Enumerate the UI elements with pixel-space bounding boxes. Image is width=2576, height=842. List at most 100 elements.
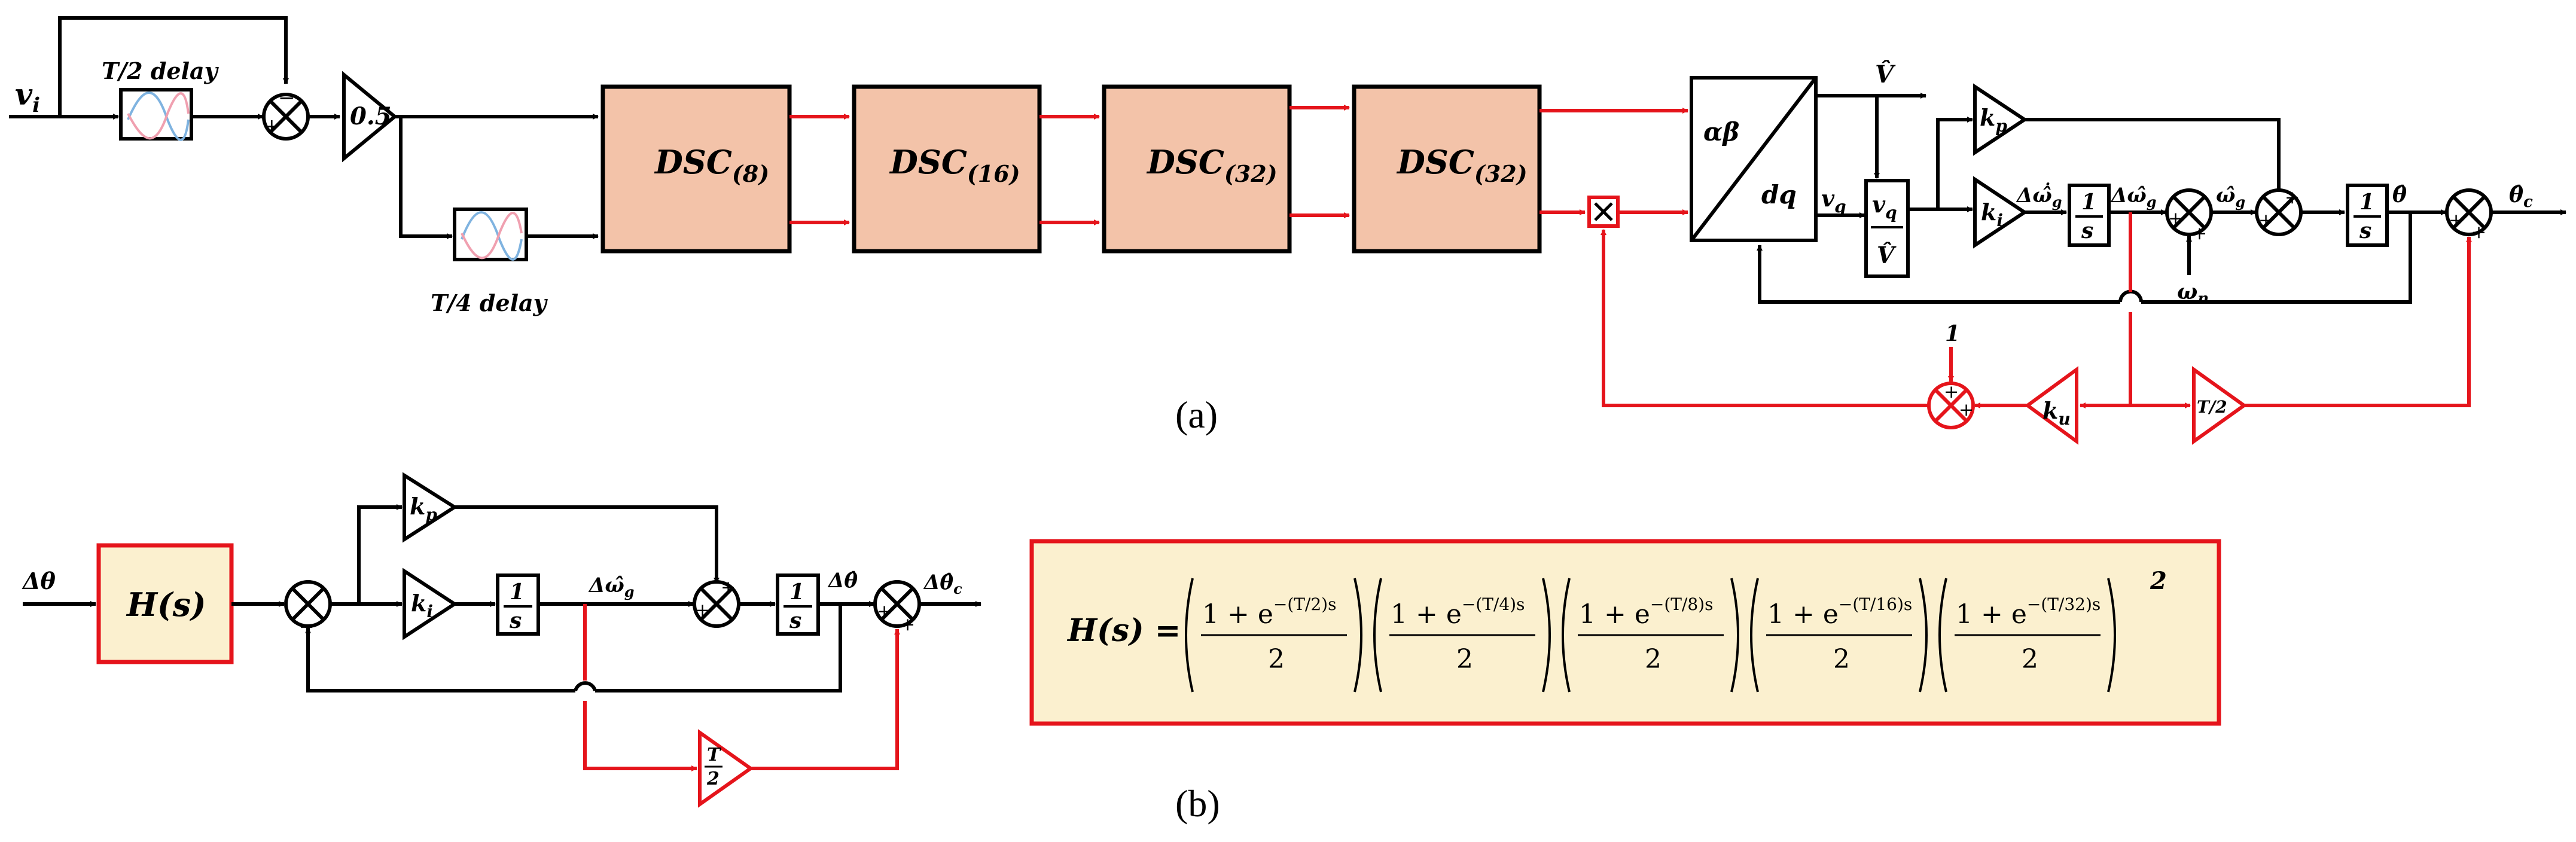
equation-factor: 1 + e−(T/8)s2	[1562, 578, 1739, 692]
thalf-gain-triangle: T/2	[2192, 366, 2248, 445]
factor-denominator: 2	[1645, 644, 1662, 675]
svg-text:+: +	[2192, 223, 2207, 244]
left-paren	[1938, 578, 1947, 692]
svg-text:ku: ku	[2042, 397, 2071, 429]
half-delay-label: T/2 delay	[102, 57, 220, 84]
multiplier-block	[1587, 196, 1620, 228]
b-wire-crossover-hop	[574, 681, 597, 691]
svg-text:+: +	[2258, 210, 2273, 231]
equation-lhs: H(s) =	[1066, 612, 1181, 649]
b-d-omega-label: Δω̂g	[588, 573, 635, 600]
sum-junction-red: + +	[1927, 382, 1975, 429]
kp-gain-triangle: kp	[1973, 83, 2028, 156]
svg-text:DSC(32): DSC(32)	[1146, 143, 1278, 187]
right-paren	[1542, 578, 1551, 692]
vq-label: vq	[1821, 185, 1846, 216]
factor-denominator: 2	[1456, 644, 1473, 675]
equation-factor: 1 + e−(T/4)s2	[1373, 578, 1551, 692]
svg-text:+: +	[2471, 222, 2486, 243]
svg-text:vq: vq	[1872, 191, 1897, 222]
one-constant-label: 1	[1945, 321, 1960, 346]
b-ki-gain-triangle: ki	[403, 568, 458, 640]
gain-half-triangle	[342, 71, 398, 163]
svg-text:T: T	[707, 745, 722, 765]
factor-denominator: 2	[1833, 644, 1850, 675]
b-integrator-1-block: 1 s	[496, 573, 540, 636]
b-sum-junction-3: + +	[873, 580, 921, 635]
d-omega-label: Δω̂g	[2110, 184, 2157, 210]
factor-numerator: 1 + e−(T/16)s	[1767, 594, 1912, 630]
b-integrator-2-block: 1 s	[776, 573, 820, 636]
theta-c-label: θ̂c	[2509, 182, 2533, 211]
caption-a: (a)	[1175, 393, 1218, 436]
svg-text:αβ: αβ	[1703, 117, 1739, 147]
diagram-b: Δθ H(s) − kp ki 1 s Δ	[22, 472, 1220, 825]
equation-factor: 1 + e−(T/16)s 2	[1750, 578, 1928, 692]
svg-text:+: +	[2285, 187, 2300, 208]
svg-text:s: s	[2359, 218, 2371, 243]
b-kp-gain-triangle: kp	[403, 472, 458, 543]
svg-text:+: +	[2168, 208, 2183, 229]
vq-normalizer-block: vq V̂	[1864, 179, 1910, 278]
svg-text:2: 2	[706, 768, 720, 789]
input-vi-label: vi	[15, 77, 40, 117]
b-sum-to-kp-wire	[357, 504, 403, 604]
theta-feedback-wire-b	[1757, 245, 2120, 304]
equation-factor: 1 + e−(T/32)s2	[1938, 578, 2116, 692]
gain-label: 0.5	[350, 102, 392, 130]
dsc-block-32a: DSC(32)	[1102, 84, 1292, 254]
b-sum-junction-2: + +	[693, 577, 740, 628]
equation-factors: 1 + e−(T/2)s21 + e−(T/4)s21 + e−(T/8)s21…	[1185, 578, 2116, 692]
ki-gain-triangle: ki	[1973, 176, 2028, 249]
b-thalf-to-sum-wire	[751, 629, 900, 770]
dsc-block-8: DSC(8)	[600, 84, 792, 254]
svg-text:ki: ki	[411, 590, 433, 621]
quarter-delay-input-wire	[399, 117, 453, 239]
equation-factor: 1 + e−(T/2)s2	[1185, 578, 1362, 692]
sum-junction-theta: + +	[2445, 188, 2493, 243]
b-red-branch-b	[583, 701, 697, 771]
b-thalf-gain-triangle: T 2	[698, 729, 754, 808]
theta-feedback-wire-a	[2141, 212, 2412, 304]
svg-text:+: +	[263, 114, 281, 138]
svg-text:+: +	[877, 601, 892, 622]
svg-text:kp: kp	[410, 493, 437, 524]
svg-text:T/2: T/2	[2197, 397, 2227, 417]
svg-text:+: +	[721, 577, 736, 598]
svg-text:+: +	[2449, 210, 2464, 231]
right-paren	[2107, 578, 2116, 692]
integrator-2-block: 1 s	[2346, 184, 2389, 247]
b-feedback-wire-b	[305, 627, 575, 692]
right-paren	[1353, 578, 1362, 692]
right-paren	[1919, 578, 1928, 692]
svg-text:DSC(16): DSC(16)	[889, 143, 1020, 187]
left-paren	[1185, 578, 1194, 692]
quarter-delay-label: T/4 delay	[431, 289, 548, 316]
d-omega-dot-label: Δω̂̇g	[2016, 182, 2062, 210]
svg-text:DSC(32): DSC(32)	[1396, 143, 1528, 187]
b-dtheta-c-label: Δθ̂c	[923, 571, 962, 597]
svg-text:s: s	[509, 608, 522, 633]
sum-junction-omega: + +	[2165, 188, 2213, 244]
b-kp-to-sum-wire	[455, 505, 720, 584]
svg-text:1: 1	[789, 579, 804, 605]
bypass-wire	[58, 16, 289, 117]
factor-numerator: 1 + e−(T/2)s	[1202, 594, 1336, 630]
svg-text:+: +	[1959, 399, 1974, 420]
theta-label: θ̂	[2392, 182, 2407, 208]
dsc-block-32b: DSC(32)	[1352, 84, 1542, 254]
delta-theta-input-label: Δθ	[22, 568, 56, 594]
h-of-s-block: H(s)	[96, 543, 234, 664]
caption-b: (b)	[1175, 782, 1220, 825]
delay-wave-icon	[461, 211, 523, 261]
dsc-block-16: DSC(16)	[852, 84, 1042, 254]
svg-text:ki: ki	[1981, 199, 2003, 230]
left-paren	[1373, 578, 1382, 692]
svg-text:1: 1	[510, 579, 525, 605]
kp-to-sum-wire	[2025, 118, 2282, 197]
factor-denominator: 2	[2022, 644, 2038, 675]
svg-text:−: −	[278, 86, 295, 110]
svg-text:s: s	[2081, 218, 2093, 243]
vhat-label: V̂	[1875, 60, 1896, 89]
svg-text:s: s	[789, 608, 801, 633]
